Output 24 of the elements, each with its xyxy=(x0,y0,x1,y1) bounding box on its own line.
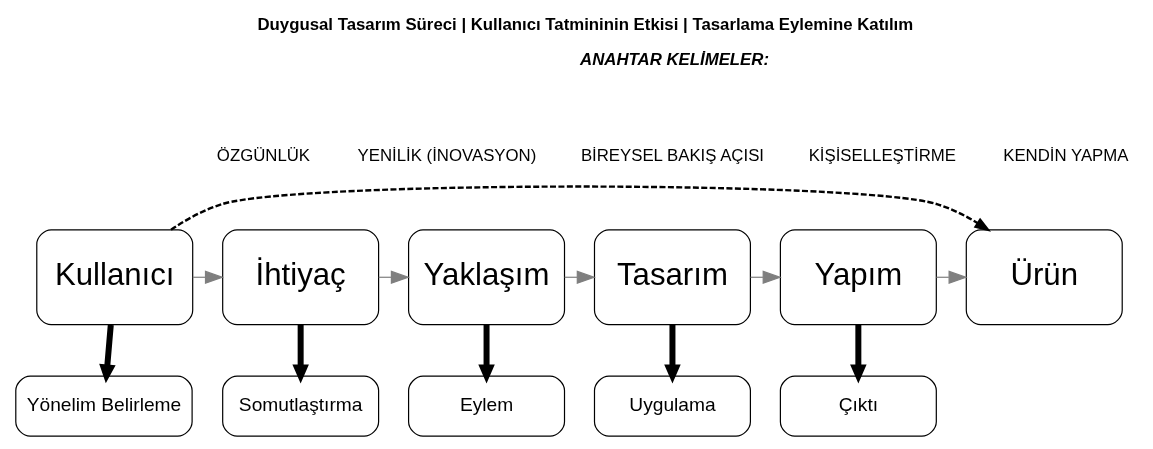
node-box: Yaklaşım xyxy=(408,229,566,326)
node-box: Ürün xyxy=(965,229,1123,326)
arrow xyxy=(850,324,867,384)
node-box: Uygulama xyxy=(593,375,751,437)
node-box: Eylem xyxy=(408,375,566,437)
label: KİŞİSELLEŞTİRME xyxy=(808,146,957,166)
arrow xyxy=(292,324,309,384)
node-box: Somutlaştırma xyxy=(222,375,380,437)
diagram-title: Duygusal Tasarım Süreci | Kullanıcı Tatmininin Etkisi | Tasarlama Eylemine Katılım xyxy=(257,14,914,34)
node-box: Kullanıcı xyxy=(36,229,194,326)
arrow xyxy=(664,324,681,384)
node-box: İhtiyaç xyxy=(222,229,380,326)
arrow xyxy=(478,324,495,384)
label: KENDİN YAPMA xyxy=(1003,146,1129,166)
arrow xyxy=(170,185,991,232)
label: YENİLİK (İNOVASYON) xyxy=(357,146,537,166)
node-box: Çıktı xyxy=(779,375,937,437)
node-box: Tasarım xyxy=(593,229,751,326)
label: ANAHTAR KELİMELER: xyxy=(580,50,770,70)
label: ÖZGÜNLÜK xyxy=(216,146,311,166)
node-box: Yönelim Belirleme xyxy=(15,375,193,437)
node-box: Yapım xyxy=(779,229,937,326)
arrow xyxy=(99,324,116,384)
label: BİREYSEL BAKIŞ AÇISI xyxy=(580,146,765,166)
